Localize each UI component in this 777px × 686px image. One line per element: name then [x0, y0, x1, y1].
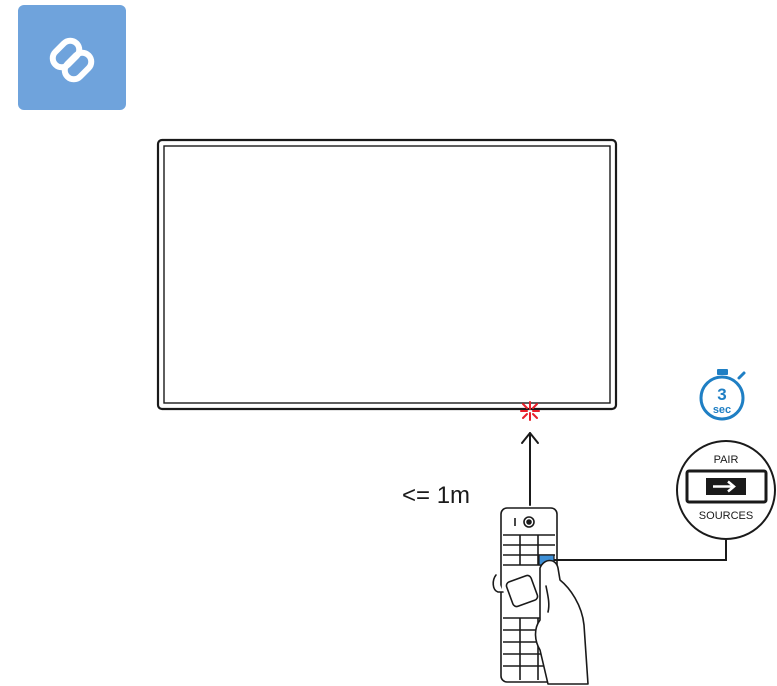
callout-line: [554, 540, 726, 560]
signal-arrow: [522, 433, 538, 505]
ir-signal-icon: [521, 402, 539, 420]
pair-label: PAIR: [714, 454, 739, 466]
source-input-icon: [706, 478, 746, 495]
timer-unit: sec: [713, 404, 731, 416]
sources-label: SOURCES: [699, 510, 753, 522]
tv-screen: [158, 140, 616, 409]
timer-value: 3: [717, 385, 726, 404]
distance-label: <= 1m: [402, 482, 470, 509]
